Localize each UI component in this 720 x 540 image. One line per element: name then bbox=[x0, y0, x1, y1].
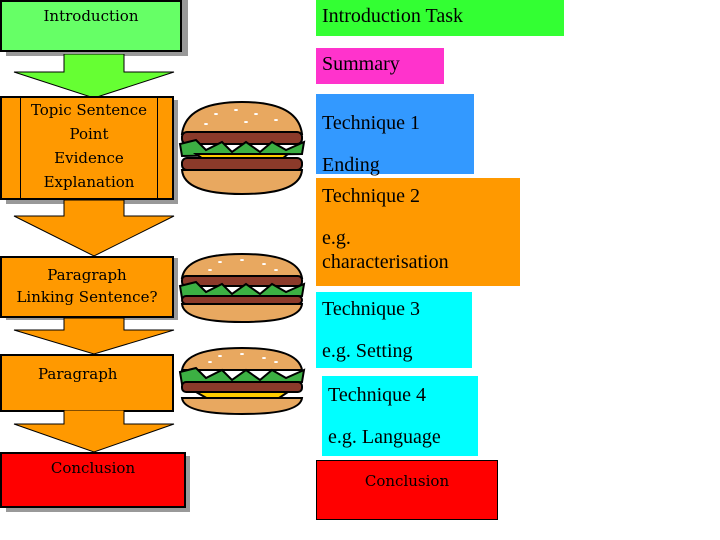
hamburger-icon bbox=[178, 346, 306, 416]
down-arrow-icon bbox=[13, 410, 175, 453]
introduction-label: Introduction bbox=[43, 7, 139, 25]
technique2-label: Technique 2 bbox=[322, 185, 421, 207]
conclusion-task-label: Conclusion bbox=[364, 472, 450, 490]
evidence-label: Evidence bbox=[54, 149, 124, 167]
technique1-label: Technique 1 bbox=[322, 112, 421, 134]
technique3-example-label: e.g. Setting bbox=[322, 340, 413, 362]
conclusion-task-box: Conclusion bbox=[316, 460, 498, 520]
conclusion-box: Conclusion bbox=[0, 452, 186, 508]
technique4-box: Technique 4 e.g. Language bbox=[322, 376, 478, 456]
summary-box: Summary bbox=[316, 48, 444, 84]
introduction-task-box: Introduction Task bbox=[316, 0, 564, 36]
paragraph-label: Paragraph bbox=[38, 365, 118, 383]
hamburger-icon bbox=[178, 252, 306, 324]
technique2-box: Technique 2 e.g. characterisation bbox=[316, 178, 520, 286]
technique2-example-label: e.g. characterisation bbox=[322, 227, 449, 273]
down-arrow-icon bbox=[13, 54, 175, 99]
technique3-box: Technique 3 e.g. Setting bbox=[316, 292, 472, 368]
explanation-label: Explanation bbox=[43, 173, 135, 191]
topic-sentence-label: Topic Sentence bbox=[30, 101, 148, 119]
technique3-label: Technique 3 bbox=[322, 298, 421, 320]
paragraph3-box: Paragraph bbox=[0, 354, 174, 412]
introduction-box: Introduction bbox=[0, 0, 182, 52]
hamburger-icon bbox=[178, 100, 306, 196]
ending-label: Ending bbox=[322, 154, 380, 176]
paragraph2-box: Paragraph Linking Sentence? bbox=[0, 256, 174, 318]
down-arrow-icon bbox=[13, 318, 175, 355]
down-arrow-icon bbox=[13, 200, 175, 257]
paragraph1-box: Topic Sentence Point Evidence Explanatio… bbox=[0, 96, 174, 200]
introduction-task-label: Introduction Task bbox=[322, 5, 463, 27]
technique1-box: Technique 1 Ending bbox=[316, 94, 474, 176]
conclusion-label: Conclusion bbox=[50, 459, 136, 477]
point-label: Point bbox=[69, 125, 109, 143]
paragraph-label: Paragraph bbox=[47, 266, 127, 284]
technique4-label: Technique 4 bbox=[328, 384, 427, 406]
summary-label: Summary bbox=[322, 53, 400, 75]
linking-sentence-label: Linking Sentence? bbox=[16, 288, 158, 306]
technique4-example-label: e.g. Language bbox=[328, 426, 441, 448]
